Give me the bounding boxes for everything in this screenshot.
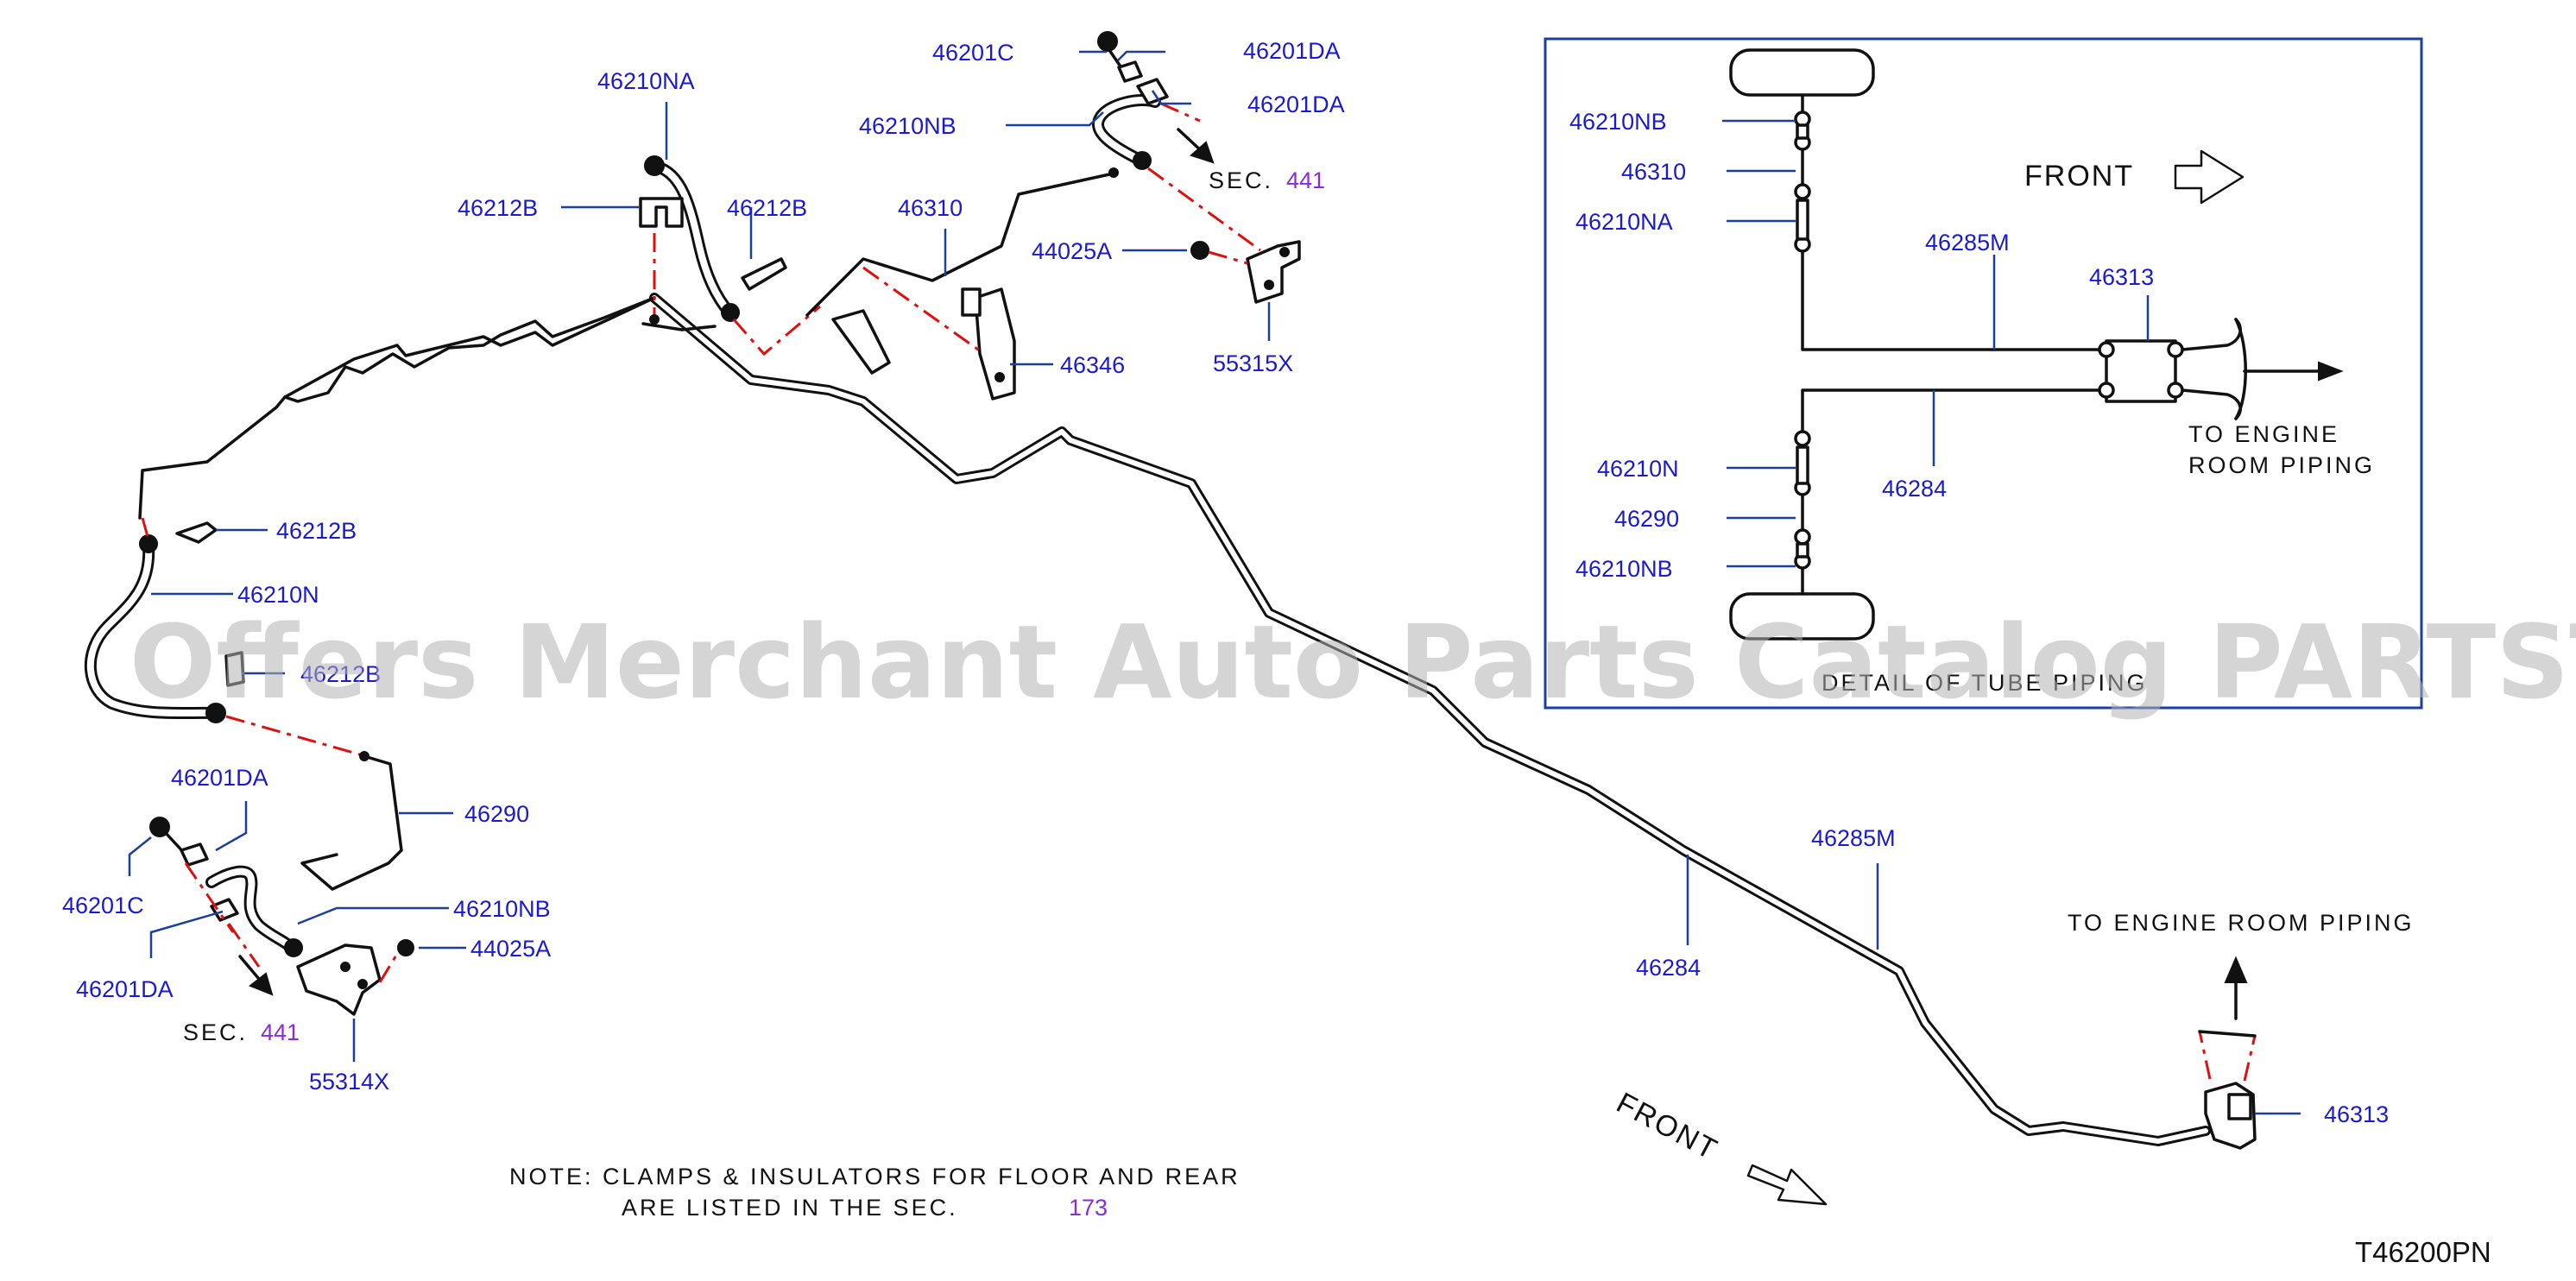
section-references: SEC. 441 SEC. 441 TO ENGINE ROOM PIPING … (183, 167, 2491, 1268)
bracket-plate (831, 309, 891, 375)
inset-label-46313[interactable]: 46313 (2089, 264, 2154, 290)
label-46212B-left[interactable]: 46212B (276, 518, 357, 544)
note-ref[interactable]: 173 (1069, 1195, 1108, 1221)
hose-fitting (644, 155, 665, 176)
hose-46210NA-assembly (639, 155, 821, 357)
note-line-1: NOTE: CLAMPS & INSULATORS FOR FLOOR AND … (509, 1164, 1241, 1190)
label-46285M[interactable]: 46285M (1811, 825, 1896, 851)
label-46210N[interactable]: 46210N (237, 582, 319, 608)
label-46201C-top[interactable]: 46201C (932, 40, 1014, 66)
clip-46212B-2 (741, 257, 787, 291)
main-brake-tube-assembly (138, 293, 2211, 1146)
inset-engine-label-2: ROOM PIPING (2188, 452, 2375, 478)
inset-label-46210N[interactable]: 46210N (1597, 456, 1679, 482)
inset-label-46310[interactable]: 46310 (1621, 159, 1686, 185)
label-46290[interactable]: 46290 (464, 801, 529, 827)
sec-ref-top[interactable]: 441 (1286, 167, 1325, 193)
label-leader-lines (128, 50, 2301, 1115)
label-46346[interactable]: 46346 (1060, 352, 1125, 378)
inset-title: DETAIL OF TUBE PIPING (1822, 670, 2148, 696)
inset-label-46210NB-bot[interactable]: 46210NB (1575, 556, 1673, 582)
front-direction-arrow (1746, 1164, 1828, 1206)
sec-ref-left[interactable]: 441 (261, 1019, 300, 1045)
label-46310[interactable]: 46310 (898, 195, 963, 221)
hose-46210NB-left-assembly (149, 817, 414, 1016)
front-label: FRONT (1611, 1087, 1723, 1167)
clip-46212B (639, 197, 684, 228)
inset-front-label: FRONT (2024, 160, 2134, 192)
inset-label-46284[interactable]: 46284 (1882, 476, 1947, 502)
detail-inset: 46210NB 46310 46210NA 46285M 46313 46210… (1544, 37, 2423, 710)
part-number-labels: 46210NA 46212B 46212B 46201C 46201DA 462… (62, 38, 2389, 1127)
label-46201DA-left1[interactable]: 46201DA (171, 765, 268, 791)
label-46210NB-top[interactable]: 46210NB (859, 113, 957, 139)
clip-46212B-left2 (224, 651, 245, 687)
junction-46313-assembly (2198, 956, 2257, 1150)
label-44025A-left[interactable]: 44025A (470, 936, 551, 962)
engine-room-piping-label: TO ENGINE ROOM PIPING (2068, 910, 2415, 936)
sec-label-left: SEC. (183, 1019, 248, 1045)
label-46313[interactable]: 46313 (2324, 1101, 2389, 1127)
label-46210NB-left[interactable]: 46210NB (453, 896, 551, 922)
sec-label-top: SEC. (1209, 167, 1273, 193)
label-55314X[interactable]: 55314X (309, 1069, 389, 1095)
label-46201C-left[interactable]: 46201C (62, 893, 144, 918)
inset-label-46285M[interactable]: 46285M (1925, 230, 2010, 256)
bracket-46310-assembly (805, 167, 1119, 401)
inset-label-46290[interactable]: 46290 (1614, 506, 1679, 532)
inset-label-46210NB-top[interactable]: 46210NB (1569, 109, 1667, 135)
label-46212B-top2[interactable]: 46212B (727, 195, 807, 221)
label-46212B-left2[interactable]: 46212B (300, 661, 381, 687)
watermark-text: Offers Merchant Auto Parts Catalog PARTS… (129, 603, 2576, 722)
hose-46210N-assembly (85, 517, 403, 891)
label-46201DA-top1[interactable]: 46201DA (1243, 38, 1341, 64)
bracket-46346 (974, 287, 1016, 401)
label-46212B-top[interactable]: 46212B (458, 195, 538, 221)
junction-block-46313 (2105, 339, 2177, 403)
label-46201DA-left2[interactable]: 46201DA (76, 976, 174, 1002)
label-46210NA[interactable]: 46210NA (597, 68, 695, 94)
label-46201DA-top2[interactable]: 46201DA (1247, 92, 1345, 117)
label-55315X[interactable]: 55315X (1213, 350, 1293, 376)
hose-46210NB-top-assembly (1092, 31, 1301, 304)
inset-engine-label-1: TO ENGINE (2188, 421, 2339, 447)
label-44025A-top[interactable]: 44025A (1032, 238, 1112, 264)
diagram-code: T46200PN (2355, 1236, 2491, 1268)
hose-fitting (721, 303, 740, 322)
note-line-2: ARE LISTED IN THE SEC. (622, 1195, 958, 1221)
clip-46212B-left (175, 521, 218, 544)
detail-frame (1544, 37, 2423, 710)
label-46284[interactable]: 46284 (1636, 955, 1701, 981)
front-wheel (1729, 48, 1875, 97)
inset-label-46210NA[interactable]: 46210NA (1575, 209, 1673, 235)
